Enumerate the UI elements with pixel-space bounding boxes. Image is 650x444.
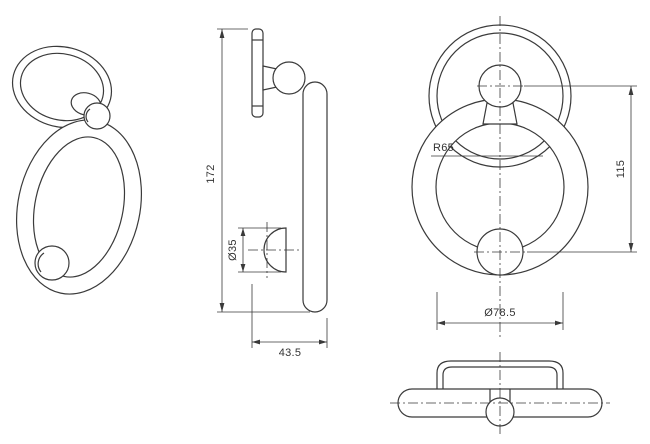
dim-overall-height-label: 172 xyxy=(205,164,217,183)
dimension-arrow xyxy=(555,320,563,326)
dim-depth-label: 43.5 xyxy=(279,347,302,359)
backplate-rim-ellipse xyxy=(19,52,105,122)
front-view xyxy=(411,16,589,338)
dimension-arrow xyxy=(319,339,327,345)
dimension-arrow xyxy=(628,86,634,95)
ring-bar-profile xyxy=(302,81,328,313)
perspective-view xyxy=(11,45,142,295)
dim-plate-diameter-label: Ø78.5 xyxy=(484,307,515,319)
backplate-profile xyxy=(251,28,264,118)
strike-ball-detail-arc xyxy=(37,252,45,273)
dimension-arrow xyxy=(219,29,225,38)
dim-ring-radius-label: R65 xyxy=(433,142,454,154)
dimension-arrow xyxy=(252,339,260,345)
pivot-ball-profile xyxy=(272,61,306,95)
dimension-arrow xyxy=(219,303,225,312)
ring-perspective xyxy=(16,119,142,295)
dimension-arrow xyxy=(437,320,445,326)
dimension-arrow xyxy=(240,264,246,272)
strike-ball-perspective xyxy=(34,245,70,281)
ring-front-annulus xyxy=(411,98,589,276)
dimension-arrow xyxy=(628,243,634,252)
top-view xyxy=(390,352,610,437)
backplate-front-rim-circle xyxy=(436,32,564,160)
dim-ball-diameter-label: Ø35 xyxy=(227,239,239,261)
dimension-arrow xyxy=(240,228,246,236)
dim-pivot-ball-height-label: 115 xyxy=(615,160,627,178)
side-view-dimensions: 172 Ø35 43.5 xyxy=(205,28,328,359)
side-view xyxy=(248,28,328,313)
pivot-knob-perspective xyxy=(83,102,111,130)
pivot-knob-detail-arc xyxy=(85,108,91,123)
front-view-dimensions: R65 115 Ø78.5 xyxy=(431,85,637,330)
